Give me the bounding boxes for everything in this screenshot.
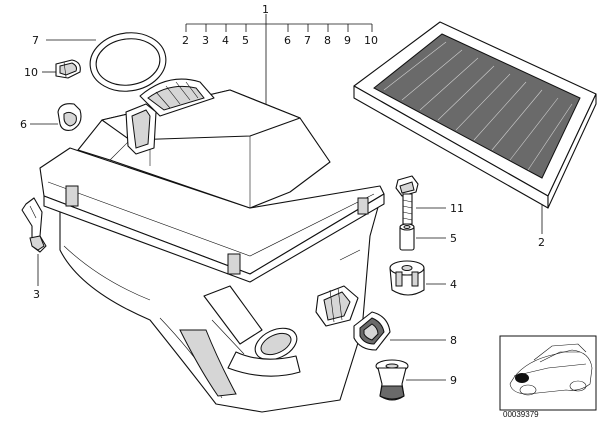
callout-sub-3: 3 — [202, 34, 209, 47]
callout-9: 9 — [450, 374, 457, 387]
spacer-sleeve — [399, 223, 415, 251]
reference-number: 00039379 — [503, 410, 539, 419]
callout-sub-9: 9 — [344, 34, 351, 47]
air-cleaner-housing — [39, 78, 385, 413]
callout-sub-7: 7 — [304, 34, 311, 47]
screw — [395, 175, 419, 225]
filter-element — [353, 21, 597, 209]
callout-sub-2: 2 — [182, 34, 189, 47]
callout-2: 2 — [538, 236, 545, 249]
callout-7: 7 — [32, 34, 39, 47]
curved-clip — [57, 103, 82, 131]
callout-sub-4: 4 — [222, 34, 229, 47]
callout-sub-10: 10 — [364, 34, 378, 47]
vehicle-location-thumbnail — [499, 335, 597, 411]
callout-5: 5 — [450, 232, 457, 245]
callout-4: 4 — [450, 278, 457, 291]
clamp-clip — [55, 59, 81, 79]
callout-10: 10 — [24, 66, 38, 79]
callout-1: 1 — [262, 3, 269, 16]
callout-8: 8 — [450, 334, 457, 347]
callout-3: 3 — [33, 288, 40, 301]
callout-sub-8: 8 — [324, 34, 331, 47]
sealing-ring — [89, 32, 167, 92]
grommet — [353, 311, 391, 351]
rubber-buffer — [375, 359, 409, 401]
assembly-bracket — [185, 14, 373, 110]
callout-sub-5: 5 — [242, 34, 249, 47]
bracket-hook — [21, 197, 47, 253]
callout-11: 11 — [450, 202, 464, 215]
callout-sub-6: 6 — [284, 34, 291, 47]
rubber-mount — [389, 260, 425, 296]
callout-6-left: 6 — [20, 118, 27, 131]
